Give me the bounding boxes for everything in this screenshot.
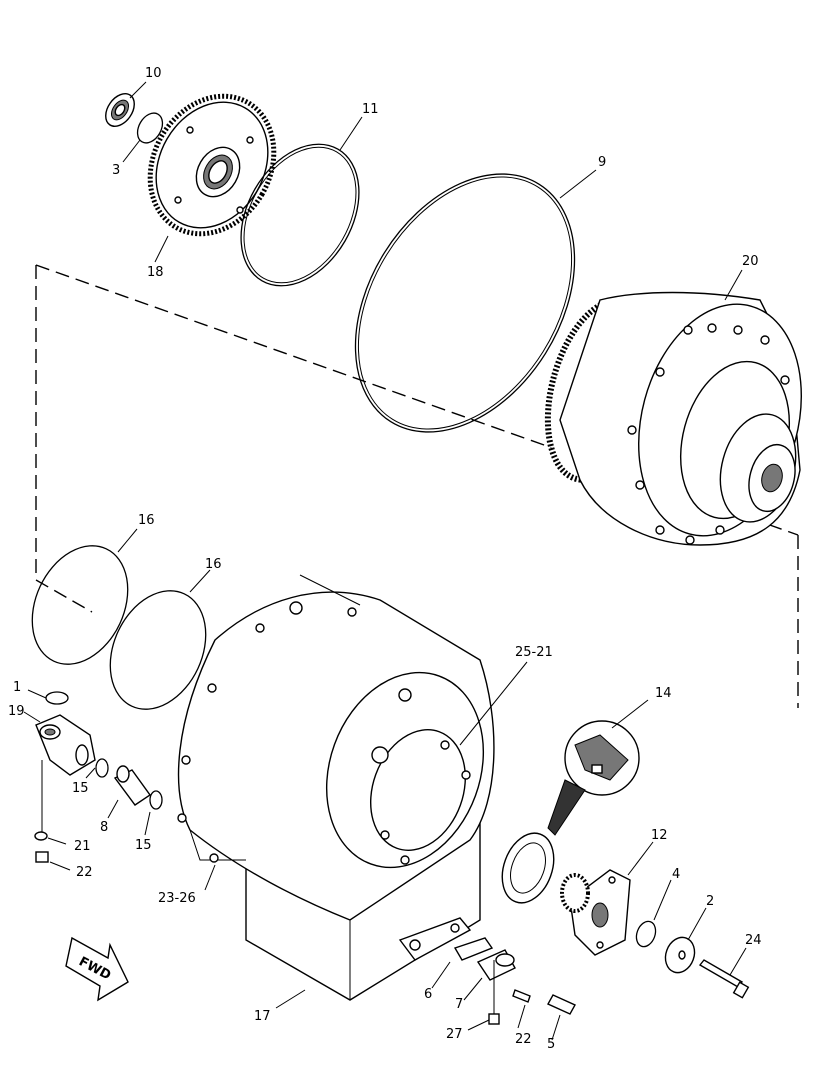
callout-17: 17: [254, 1009, 271, 1024]
part-14-seal: [501, 832, 555, 904]
part-27-plug: [488, 1013, 500, 1025]
callout-7: 7: [455, 997, 463, 1012]
part-20-transmission-assembly: [544, 291, 802, 546]
callout-11: 11: [362, 102, 379, 117]
leader-lines: [23, 81, 747, 1041]
part-18-gear: [147, 93, 277, 237]
part-15-seal-2: [149, 790, 163, 810]
callout-22b: 22: [515, 1032, 532, 1047]
callout-2: 2: [706, 894, 714, 909]
callout-24: 24: [745, 933, 762, 948]
part-17-transmission-case: [177, 574, 495, 1001]
part-5-pin: [547, 994, 576, 1015]
part-16-o-ring-1: [31, 545, 129, 665]
part-24-bolt: [698, 959, 750, 999]
fwd-arrow: FWD: [65, 936, 129, 1002]
part-21-washer: [34, 831, 48, 841]
callout-19: 19: [8, 704, 25, 719]
part-7-fitting: [476, 949, 516, 981]
part-10-bearing: [105, 93, 135, 127]
callout-18: 18: [147, 265, 164, 280]
callout-22a: 22: [76, 865, 93, 880]
part-9-large-o-ring: [354, 173, 576, 433]
part-8-sleeve: [113, 765, 151, 806]
part-15-seal-1: [95, 758, 109, 778]
callout-16b: 16: [205, 557, 222, 572]
part-19-elbow-fitting: [35, 714, 96, 776]
callout-6: 6: [424, 987, 432, 1002]
part-22-bolt-left: [35, 851, 49, 863]
part-16-o-ring-2: [109, 590, 207, 710]
part-4-seal: [635, 920, 657, 948]
callout-5: 5: [547, 1037, 555, 1052]
callout-25-21: 25-21: [515, 645, 553, 660]
callout-23-26: 23-26: [158, 891, 196, 906]
part-12-pump: [560, 869, 631, 956]
callout-8: 8: [100, 820, 108, 835]
part-3-snap-ring: [136, 112, 164, 144]
callout-9: 9: [598, 155, 606, 170]
callout-12: 12: [651, 828, 668, 843]
callout-1: 1: [13, 680, 21, 695]
part-1-o-ring: [45, 691, 69, 705]
part-11-o-ring: [240, 143, 360, 287]
callout-21: 21: [74, 839, 91, 854]
callout-14: 14: [655, 686, 672, 701]
assembly-guide-line: [35, 264, 799, 708]
part-14-detail-inset: [547, 720, 640, 836]
callout-15b: 15: [135, 838, 152, 853]
callout-16a: 16: [138, 513, 155, 528]
part-6-gasket: [398, 917, 494, 961]
callout-27: 27: [446, 1027, 463, 1042]
callout-10: 10: [145, 66, 162, 81]
callout-3: 3: [112, 163, 120, 178]
part-22-bolt-lower: [512, 989, 531, 1003]
callout-4: 4: [672, 867, 680, 882]
callout-20: 20: [742, 254, 759, 269]
callout-15a: 15: [72, 781, 89, 796]
